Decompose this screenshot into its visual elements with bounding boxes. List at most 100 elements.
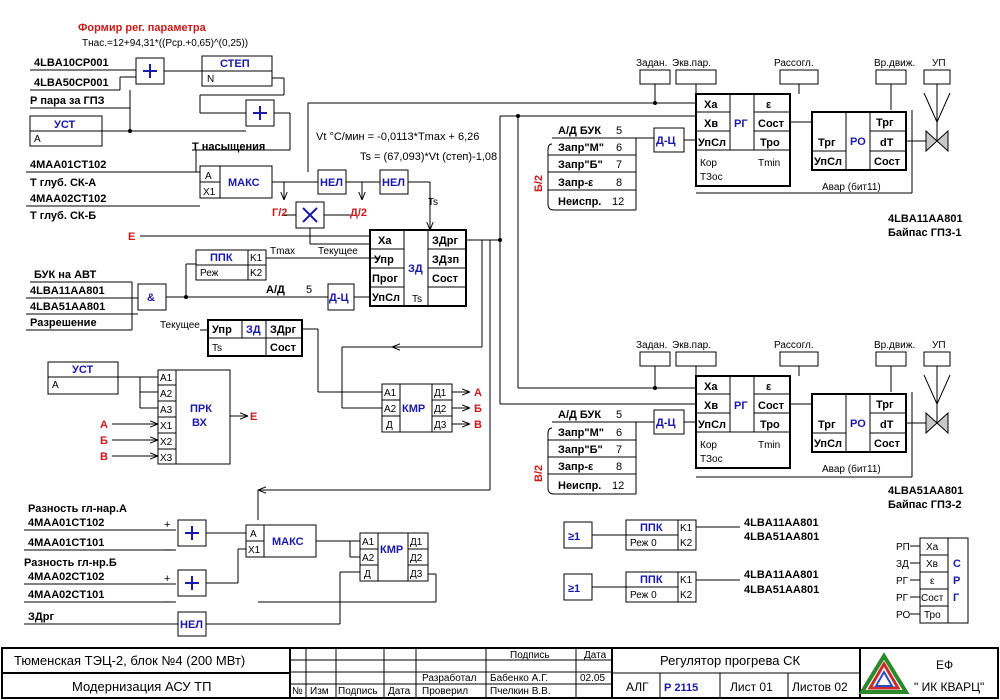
legend-g: Г: [953, 592, 960, 604]
kmr-label-1: КМР: [402, 403, 425, 415]
kmr1-d: Д: [386, 420, 393, 431]
reg1-rassogl: Рассогл.: [774, 58, 814, 69]
tb-list: Лист 01: [730, 680, 773, 694]
ppk3-out2: 4LBA51AA801: [744, 584, 819, 596]
reg2-ekv: Экв.пар.: [672, 340, 711, 351]
zd-prog: Прог: [372, 273, 398, 285]
rg2-tzos: ТЗос: [700, 454, 723, 465]
ro-block-2: [811, 393, 907, 453]
rg2-eps: ε: [766, 381, 772, 393]
zd-upr: Упр: [374, 254, 394, 266]
reg1-neispr: Неиспр.: [558, 196, 601, 208]
reg1-n6: 6: [616, 142, 622, 154]
input-permission: Разрешение: [30, 317, 97, 329]
rg-block-1: [695, 93, 791, 187]
reg2-zadan: Задан.: [636, 340, 667, 351]
step-n-label: N: [207, 74, 214, 85]
legend-xv: Хв: [926, 559, 938, 570]
rg2-xa: Ха: [704, 381, 718, 393]
reg1-out-tag: 4LBA11AA801: [888, 213, 963, 225]
and-label: &: [147, 292, 155, 304]
prk-a1: A1: [160, 373, 173, 384]
ro1-label: РО: [850, 136, 866, 148]
legend-rg1: РГ: [896, 576, 909, 587]
tb-podpis: Подпись: [338, 686, 378, 697]
kmr1-d1: Д1: [434, 388, 447, 399]
reg1-n8: 8: [616, 177, 622, 189]
tek-label-2: Текущее: [160, 320, 200, 331]
tb-proveril: Проверил: [422, 686, 468, 697]
nel-block-2: [379, 169, 409, 195]
ad-num-1: 5: [306, 284, 312, 296]
diff-b-label: Разность гл-нр.Б: [24, 557, 117, 569]
zd-ts: Ts: [412, 294, 422, 305]
input-buk-auto: БУК на АВТ: [34, 269, 97, 281]
legend-xa: Ха: [926, 542, 939, 553]
kmr1-out-a: А: [474, 387, 482, 399]
minus-sign-2: _: [163, 591, 171, 603]
ust-label-1: УСТ: [54, 119, 76, 131]
rg2-upsl: УпСл: [698, 419, 726, 431]
kmr2-d: Д: [364, 569, 371, 580]
ppk-label-2: ППК: [640, 522, 663, 534]
kmr1-out-b: Б: [474, 403, 482, 415]
d2-label: Д/2: [350, 207, 367, 219]
reg1-n12: 12: [612, 196, 624, 208]
tmax-label: Tmax: [270, 246, 295, 257]
ro2-trg: Трг: [818, 419, 836, 431]
and-block: [137, 283, 167, 311]
reg2-n7: 7: [616, 444, 622, 456]
ust-label-2: УСТ: [72, 364, 94, 376]
input-depth-temp-b: Т глуб. СК-Б: [30, 210, 96, 222]
legend-rp: РП: [896, 542, 910, 553]
reg2-v2: В/2: [533, 465, 545, 482]
ppk2-out1: 4LBA11AA801: [744, 517, 819, 529]
plant-name: Тюменская ТЭЦ-2, блок №4 (200 МВт): [14, 653, 245, 668]
rg1-tzos: ТЗос: [700, 172, 723, 183]
nel-label-2: НЕЛ: [382, 177, 405, 189]
ro2-upsl: УпСл: [814, 438, 842, 450]
nel-block-1: [317, 169, 347, 195]
rg2-tmin: Tmin: [758, 440, 780, 451]
tek-label-1: Текущее: [318, 246, 358, 257]
company-logo-icon: [858, 652, 910, 694]
reg2-up: УП: [932, 340, 946, 351]
zd2-ts: Ts: [212, 343, 222, 354]
diff-a-in1: 4MAA01CT102: [28, 517, 104, 529]
reg1-ze: Запр-ε: [558, 177, 594, 189]
diff-b-in2: 4MAA02CT101: [28, 589, 104, 601]
rg2-xv: Хв: [704, 400, 718, 412]
zd-upsl: УпСл: [372, 292, 400, 304]
kmr2-a2: A2: [362, 553, 375, 564]
rg2-kor: Кор: [700, 440, 717, 451]
input-4lba51aa801: 4LBA51AA801: [30, 301, 105, 313]
input-depth-temp-a: Т глуб. СК-А: [30, 177, 96, 189]
kmr1-a2: A2: [384, 404, 397, 415]
zd-zdzp: ЗДзп: [432, 254, 459, 266]
zd-label: ЗД: [408, 263, 423, 275]
reg1-vrdv: Вр.движ.: [874, 58, 915, 69]
or-label-1: ≥1: [568, 531, 580, 543]
ts-formula: Ts = (67,093)*Vt (степ)-1,08: [360, 151, 497, 163]
ro2-sost: Сост: [874, 438, 901, 450]
nel-label-1: НЕЛ: [320, 177, 343, 189]
minus-sign-1: _: [163, 539, 171, 551]
reg1-ekv: Экв.пар.: [672, 58, 711, 69]
zd2-zdrg: ЗДрг: [270, 324, 296, 336]
kmr-block-2: [377, 532, 409, 582]
reg1-n7: 7: [616, 159, 622, 171]
prk-x3: X3: [160, 453, 173, 464]
input-saturation-temp: Т насыщения: [192, 141, 265, 153]
ro1-trg-out: Трг: [876, 117, 894, 129]
rg1-xa: Ха: [704, 99, 718, 111]
kmr2-d3: Д3: [410, 569, 423, 580]
g2-label: Г/2: [272, 207, 287, 219]
legend-ro: РО: [896, 610, 910, 621]
ppk-label-1: ППК: [210, 252, 233, 264]
zd-xa: Ха: [378, 235, 392, 247]
prk-label: ПРК: [190, 403, 212, 415]
reg2-adbuk: А/Д БУК: [558, 409, 601, 421]
rg1-xv: Хв: [704, 118, 718, 130]
ppk-k2-2: K2: [680, 538, 693, 549]
